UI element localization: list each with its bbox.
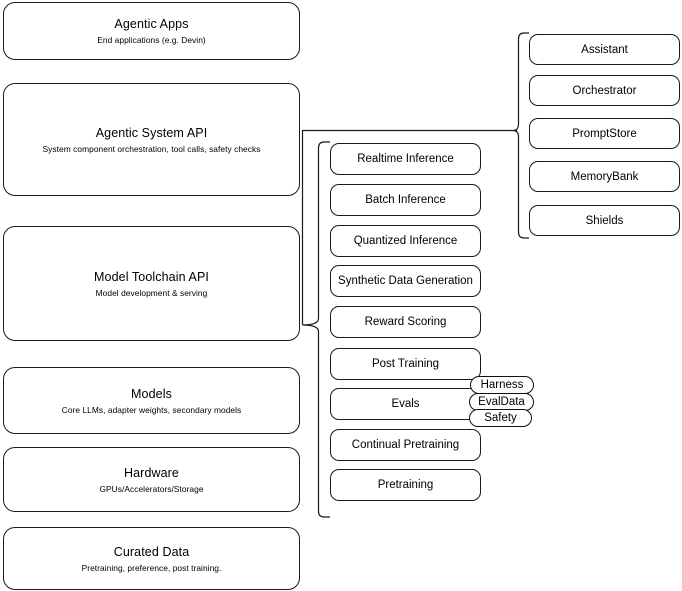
layer-models[interactable]: Models Core LLMs, adapter weights, secon…: [3, 367, 300, 434]
layer-title: Agentic Apps: [114, 17, 189, 31]
layer-title: Hardware: [124, 465, 179, 480]
chip-post-training[interactable]: Post Training: [330, 348, 481, 380]
chip-pretraining[interactable]: Pretraining: [330, 469, 481, 501]
layer-subtitle: End applications (e.g. Devin): [97, 35, 206, 45]
chip-promptstore[interactable]: PromptStore: [529, 118, 680, 149]
chip-orchestrator[interactable]: Orchestrator: [529, 75, 680, 106]
brace-system-components: [512, 32, 529, 239]
layer-subtitle: Model development & serving: [95, 287, 208, 298]
layer-title: Agentic System API: [95, 125, 208, 140]
layer-subtitle: Core LLMs, adapter weights, secondary mo…: [61, 404, 242, 415]
chip-assistant[interactable]: Assistant: [529, 34, 680, 65]
brace-toolchain-components: [302, 141, 330, 518]
chip-reward-scoring[interactable]: Reward Scoring: [330, 306, 481, 338]
chip-memorybank[interactable]: MemoryBank: [529, 161, 680, 192]
layer-subtitle: GPUs/Accelerators/Storage: [99, 483, 204, 494]
chip-realtime-inference[interactable]: Realtime Inference: [330, 143, 481, 175]
chip-quantized-inference[interactable]: Quantized Inference: [330, 225, 481, 257]
pill-safety[interactable]: Safety: [469, 409, 532, 427]
chip-synthetic-data-generation[interactable]: Synthetic Data Generation: [330, 265, 481, 297]
pill-harness[interactable]: Harness: [470, 376, 534, 394]
layer-hardware[interactable]: Hardware GPUs/Accelerators/Storage: [3, 447, 300, 512]
layer-agentic-system-api[interactable]: Agentic System API System component orch…: [3, 83, 300, 196]
layer-title: Models: [131, 386, 172, 401]
layer-subtitle: System component orchestration, tool cal…: [42, 143, 261, 154]
layer-title: Curated Data: [113, 544, 190, 559]
layer-subtitle: Pretraining, preference, post training.: [81, 562, 222, 573]
layer-curated-data[interactable]: Curated Data Pretraining, preference, po…: [3, 527, 300, 590]
chip-shields[interactable]: Shields: [529, 205, 680, 236]
chip-continual-pretraining[interactable]: Continual Pretraining: [330, 429, 481, 461]
chip-evals[interactable]: Evals: [330, 388, 481, 420]
chip-batch-inference[interactable]: Batch Inference: [330, 184, 481, 216]
layer-title: Model Toolchain API: [94, 269, 209, 284]
layer-model-toolchain-api[interactable]: Model Toolchain API Model development & …: [3, 226, 300, 341]
layer-agentic-apps[interactable]: Agentic Apps End applications (e.g. Devi…: [3, 2, 300, 60]
